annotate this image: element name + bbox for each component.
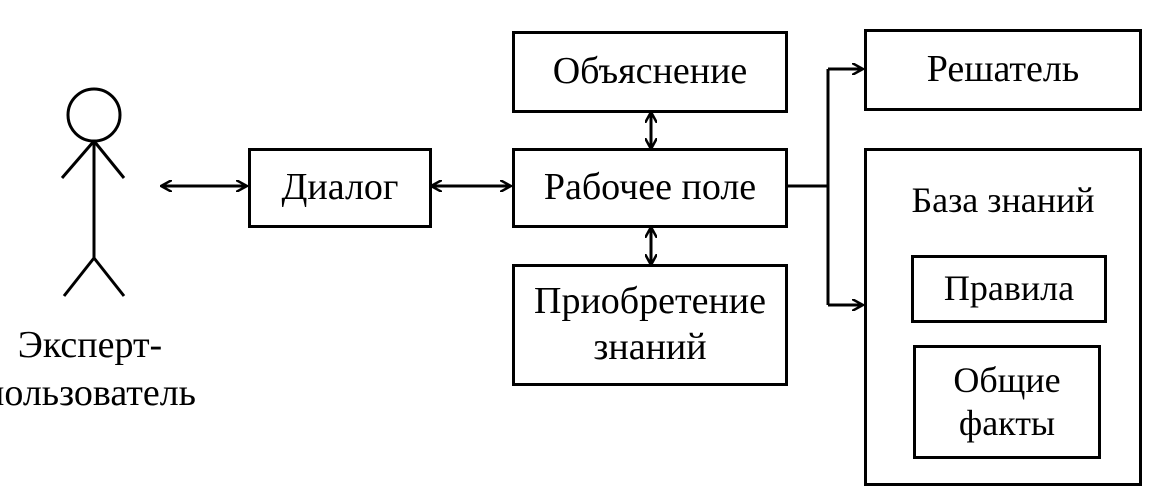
explanation-label: Объяснение bbox=[552, 50, 748, 93]
acquisition-box: Приобретение знаний bbox=[512, 264, 788, 386]
dialog-label: Диалог bbox=[281, 166, 399, 209]
knowledge-base-title: База знаний bbox=[911, 180, 1095, 220]
acquisition-label-line1: Приобретение bbox=[534, 280, 766, 323]
rules-label: Правила bbox=[943, 268, 1075, 309]
user-figure-icon bbox=[60, 87, 126, 297]
explanation-box: Объяснение bbox=[512, 31, 788, 113]
facts-label-line1: Общие bbox=[953, 359, 1061, 400]
connector-workspace-branch bbox=[788, 69, 830, 305]
workspace-box: Рабочее поле bbox=[512, 148, 788, 228]
actor-label-line1: Эксперт- bbox=[17, 324, 163, 366]
facts-label-line2: факты bbox=[958, 403, 1056, 443]
workspace-label: Рабочее поле bbox=[543, 166, 757, 209]
knowledge-base-box: База знаний Правила Общие факты bbox=[864, 148, 1142, 486]
actor-label-line2: пользователь bbox=[0, 371, 196, 414]
dialog-box: Диалог bbox=[248, 148, 432, 228]
facts-box: Общие факты bbox=[913, 345, 1101, 459]
actor-label: Эксперт- пользователь bbox=[0, 322, 220, 417]
acquisition-label-line2: знаний bbox=[593, 326, 707, 368]
solver-label: Решатель bbox=[926, 48, 1080, 91]
rules-box: Правила bbox=[911, 255, 1107, 323]
solver-box: Решатель bbox=[864, 29, 1142, 111]
